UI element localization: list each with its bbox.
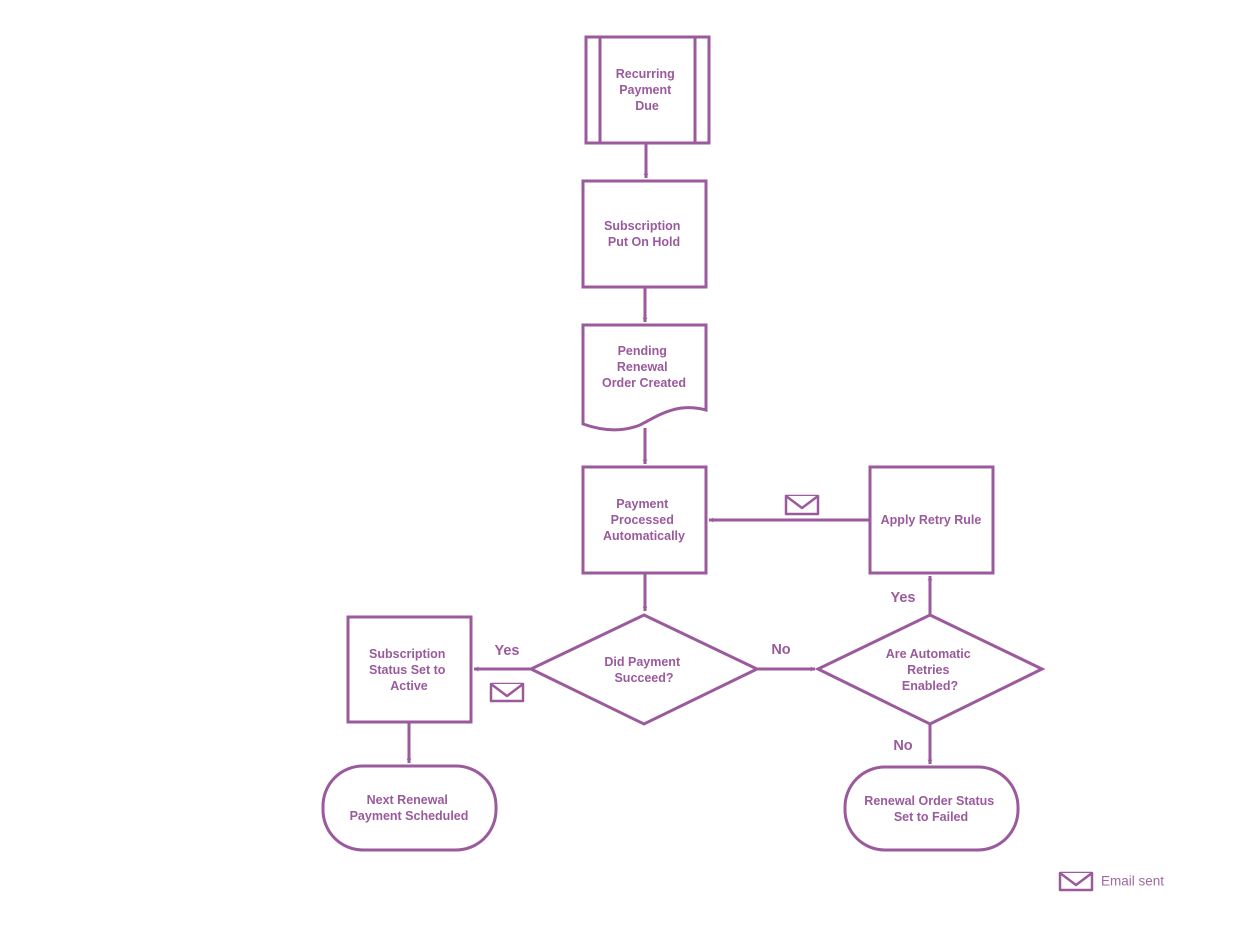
label-line: Renewal Order Status	[864, 794, 994, 808]
label-line: Status Set to	[369, 663, 446, 677]
envelope-icon	[489, 682, 525, 703]
label-renewal-order-failed: Renewal Order Status Set to Failed	[864, 794, 997, 824]
label-line: Subscription	[369, 647, 445, 661]
label-line: Enabled?	[902, 679, 958, 693]
label-line: Renewal	[617, 360, 668, 374]
label-apply-retry-rule: Apply Retry Rule	[881, 513, 982, 527]
label-line: Active	[390, 679, 428, 693]
label-line: Next Renewal	[367, 793, 448, 807]
label-line: Subscription	[604, 219, 680, 233]
label-next-renewal-scheduled: Next Renewal Payment Scheduled	[350, 793, 469, 823]
label-line: Did Payment	[604, 655, 681, 669]
label-line: Automatically	[603, 529, 685, 543]
edge-label-retries-yes: Yes	[891, 590, 916, 606]
label-line: Order Created	[602, 376, 686, 390]
label-line: Are Automatic	[886, 647, 971, 661]
edge-label-succeed-yes: Yes	[495, 643, 520, 659]
label-line: Payment	[616, 497, 669, 511]
edge-label-retries-no: No	[893, 738, 912, 754]
label-line: Recurring	[616, 67, 675, 81]
label-automatic-retries-enabled: Are Automatic Retries Enabled?	[886, 647, 974, 693]
label-line: Put On Hold	[608, 235, 680, 249]
label-line: Set to Failed	[894, 810, 968, 824]
label-line: Succeed?	[614, 671, 673, 685]
label-pending-renewal-order: Pending Renewal Order Created	[602, 344, 686, 390]
node-did-payment-succeed	[527, 613, 761, 726]
label-recurring-payment-due: Recurring Payment Due	[616, 67, 679, 113]
label-did-payment-succeed: Did Payment Succeed?	[604, 655, 683, 685]
label-line: Due	[635, 99, 659, 113]
edge-label-succeed-no: No	[771, 642, 790, 658]
label-status-set-active: Subscription Status Set to Active	[369, 647, 449, 693]
label-line: Pending	[618, 344, 667, 358]
legend-label: Email sent	[1101, 874, 1164, 889]
envelope-icon	[784, 494, 820, 516]
label-subscription-on-hold: Subscription Put On Hold	[604, 219, 684, 249]
node-next-renewal-scheduled	[321, 764, 498, 852]
label-line: Payment	[619, 83, 672, 97]
node-renewal-order-failed	[843, 765, 1020, 852]
label-payment-processed: Payment Processed Automatically	[603, 497, 685, 543]
label-line: Processed	[611, 513, 674, 527]
node-pending-renewal-order	[581, 323, 708, 432]
envelope-icon	[1058, 871, 1094, 892]
label-line: Retries	[907, 663, 949, 677]
label-line: Payment Scheduled	[350, 809, 469, 823]
node-subscription-on-hold	[581, 179, 708, 289]
label-line: Apply Retry Rule	[881, 513, 982, 527]
